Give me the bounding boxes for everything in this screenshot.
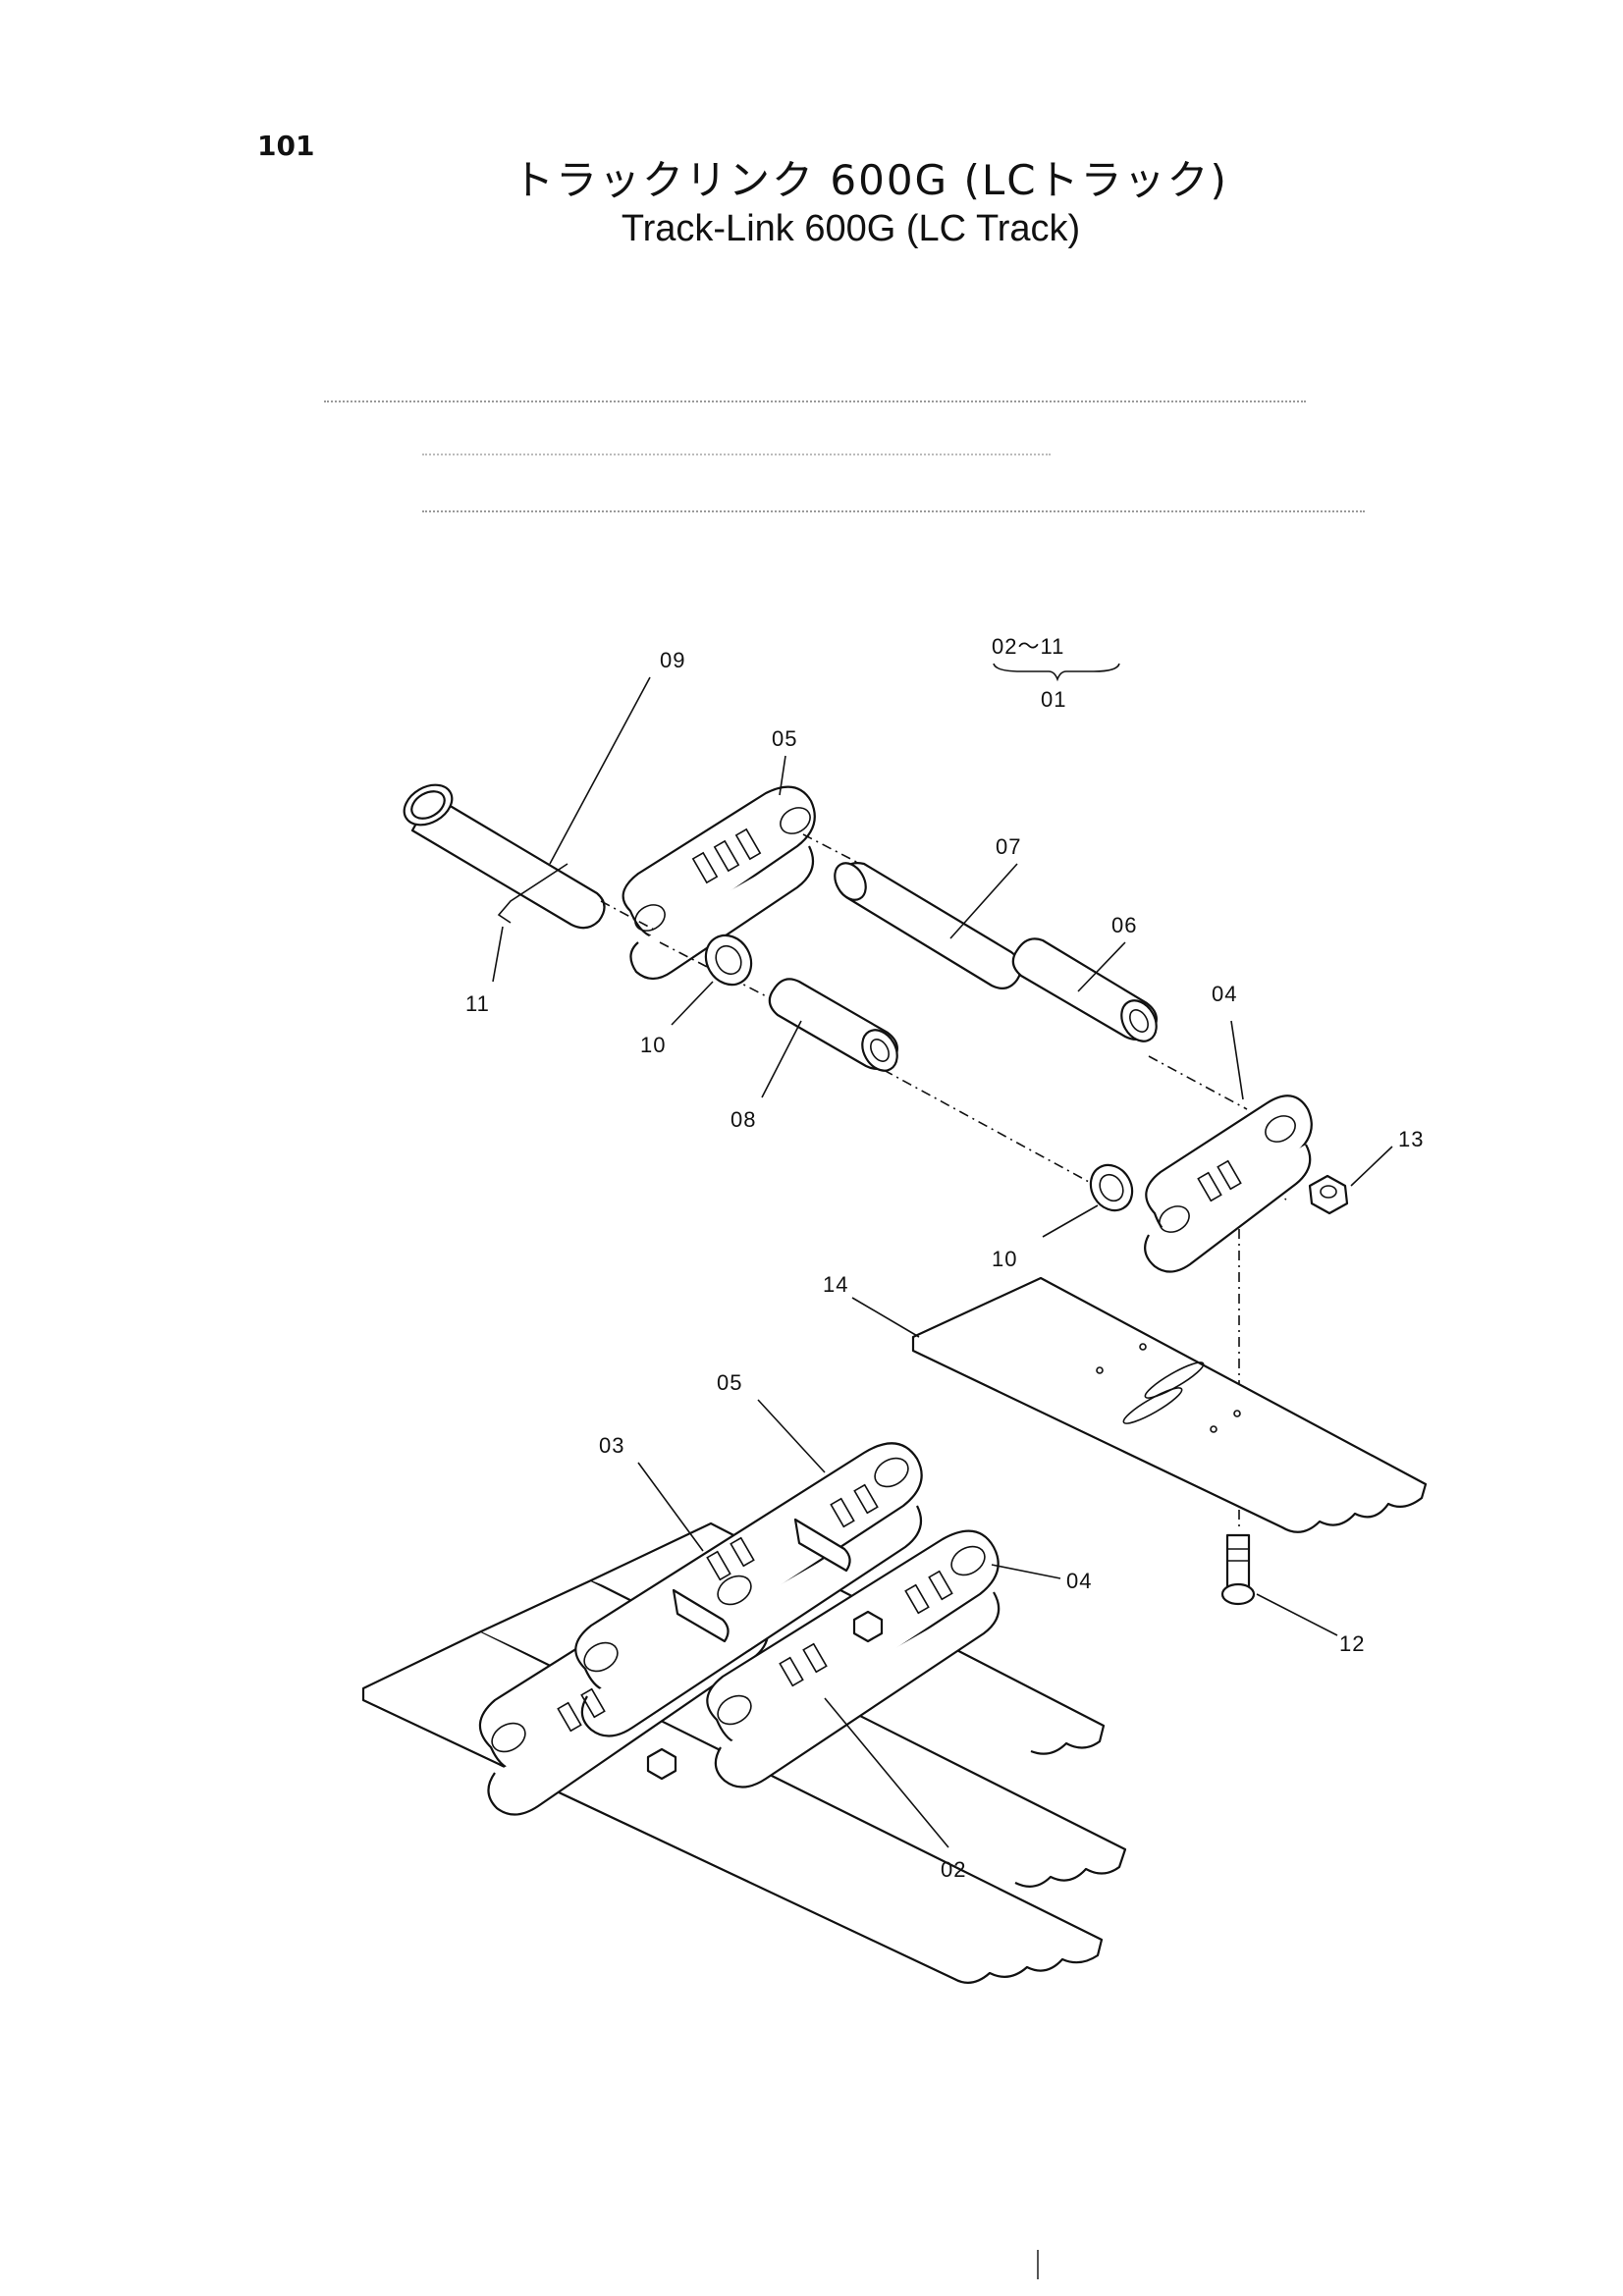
scan-noise-line <box>422 510 1365 514</box>
leader-07 <box>949 863 1018 939</box>
leader-10-left <box>671 981 714 1026</box>
callout-08: 08 <box>730 1107 756 1132</box>
leader-02 <box>824 1697 949 1848</box>
callout-13: 13 <box>1398 1127 1424 1151</box>
part-12-bolt <box>1220 1533 1256 1606</box>
axis-line <box>1148 1055 1248 1110</box>
callout-09: 09 <box>660 648 685 672</box>
leader-10-right <box>1042 1204 1099 1238</box>
part-10-seal-left <box>704 934 753 987</box>
leader-09 <box>549 676 651 865</box>
page-number: 101 <box>257 130 315 162</box>
title-japanese: トラックリンク 600G (LCトラック) <box>513 156 1228 204</box>
part-14-shoe <box>911 1276 1428 1533</box>
scan-noise-line <box>324 400 1306 404</box>
callout-05-bottom: 05 <box>717 1370 742 1395</box>
callout-03: 03 <box>599 1433 624 1458</box>
leader-14 <box>851 1297 920 1338</box>
assembly-brace <box>993 663 1120 682</box>
axis-line <box>600 900 657 932</box>
callout-02: 02 <box>941 1857 966 1882</box>
part-04-link-top <box>1144 1095 1313 1273</box>
scan-noise-line <box>422 454 1051 457</box>
part-11-cotter-pin <box>497 863 568 924</box>
leader-04-bottom <box>991 1564 1061 1579</box>
part-06-bushing <box>1011 937 1158 1042</box>
axis-line <box>883 1069 1101 1189</box>
part-08-bushing <box>768 978 898 1072</box>
leader-13 <box>1350 1146 1393 1187</box>
leader-04-top <box>1230 1020 1244 1100</box>
callout-07: 07 <box>996 834 1021 859</box>
part-07-pin <box>834 862 1022 990</box>
leader-05-bottom <box>757 1399 826 1473</box>
part-05-link-top <box>622 785 816 981</box>
scan-margin-mark <box>1037 2250 1039 2279</box>
part-13-nut <box>1308 1174 1349 1215</box>
leader-06 <box>1077 941 1126 992</box>
axis-line <box>659 941 714 971</box>
callout-04-bottom: 04 <box>1066 1569 1092 1593</box>
part-09-pin <box>403 783 606 930</box>
callout-10-right: 10 <box>992 1247 1017 1271</box>
title-english: Track-Link 600G (LC Track) <box>621 208 1081 249</box>
callout-12: 12 <box>1339 1631 1365 1656</box>
assembly-number-label: 01 <box>1041 687 1066 712</box>
callout-05-top: 05 <box>772 726 797 751</box>
callout-10-left: 10 <box>640 1033 666 1057</box>
assembled-track-section <box>361 1442 1127 1984</box>
leader-03 <box>637 1462 704 1552</box>
callout-11: 11 <box>465 991 490 1016</box>
leader-08 <box>761 1020 802 1098</box>
callout-04-top: 04 <box>1212 982 1237 1006</box>
leader-12 <box>1256 1593 1338 1636</box>
callout-06: 06 <box>1111 913 1137 937</box>
leader-05-top <box>779 755 786 796</box>
callout-14: 14 <box>823 1272 848 1297</box>
leader-11 <box>492 926 504 983</box>
part-10-seal-right <box>1089 1163 1134 1212</box>
assembly-range-label: 02～11 <box>992 634 1064 659</box>
